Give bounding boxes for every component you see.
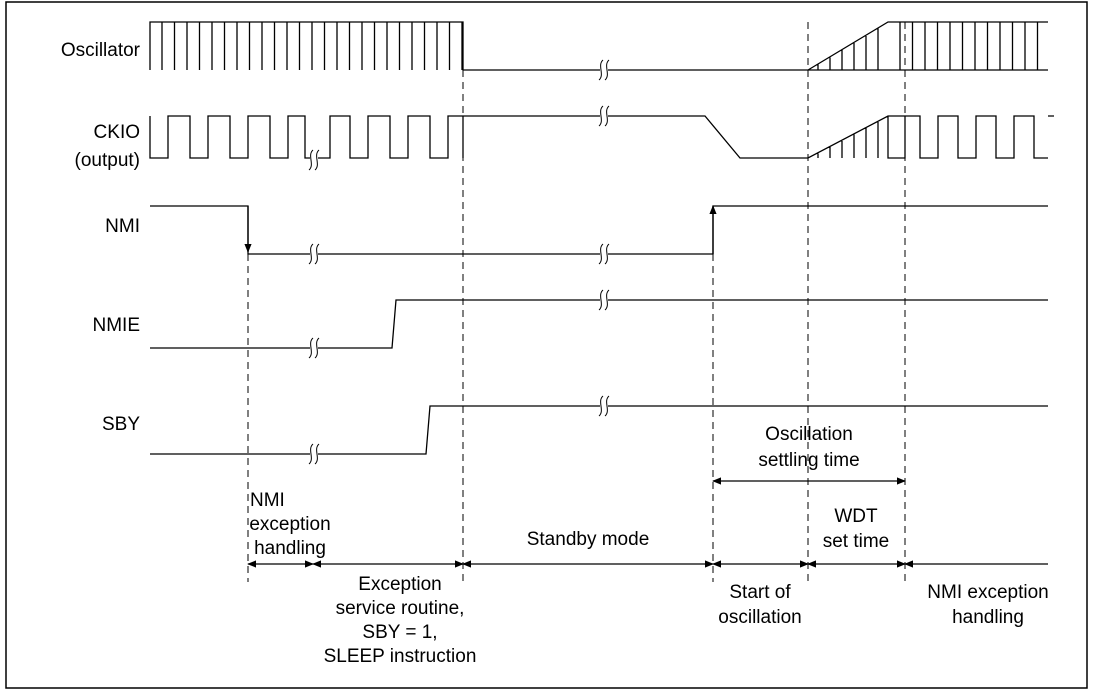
ckio-label: CKIO: [94, 122, 140, 143]
nmi-handling-text-1: NMI: [250, 490, 285, 511]
break-mark-gap: [310, 157, 318, 163]
break-mark: [314, 149, 320, 171]
break-mark: [598, 243, 604, 265]
ckio-waveform: [149, 115, 1054, 159]
break-mark-gap: [310, 251, 318, 257]
break-mark: [308, 443, 314, 465]
exc-service-text-3: SBY = 1,: [362, 622, 437, 643]
break-marks: [308, 59, 610, 465]
sby-label: SBY: [102, 414, 140, 435]
break-mark-gap: [600, 113, 608, 119]
osc-settle-text-2: settling time: [758, 450, 859, 471]
break-mark-gap: [600, 251, 608, 257]
break-mark: [308, 337, 314, 359]
standby-mode-text: Standby mode: [527, 529, 650, 550]
break-mark-gap: [600, 297, 608, 303]
nmi-handling-text-2: exception: [249, 514, 330, 535]
break-mark-gap: [600, 403, 608, 409]
nmi-label: NMI: [105, 216, 140, 237]
break-mark: [308, 149, 314, 171]
break-mark: [604, 105, 610, 127]
osc-settle-text-1: Oscillation: [765, 424, 853, 445]
break-mark: [314, 443, 320, 465]
break-mark: [598, 395, 604, 417]
break-mark: [604, 59, 610, 81]
exc-service-text-1: Exception: [358, 574, 441, 595]
wdt-text-1: WDT: [834, 506, 878, 527]
sby-waveform: [150, 405, 1048, 455]
nmie-waveform: [150, 299, 1048, 349]
break-mark-gap: [310, 345, 318, 351]
break-mark: [604, 243, 610, 265]
break-mark-gap: [600, 67, 608, 73]
break-mark: [604, 395, 610, 417]
break-mark: [314, 243, 320, 265]
start-osc-text-2: oscillation: [718, 607, 801, 628]
nmi-handling-text-3: handling: [254, 538, 326, 559]
ckio-output-label: (output): [75, 150, 140, 171]
nmi-exc-end-text-2: handling: [952, 607, 1024, 628]
nmie-label: NMIE: [93, 315, 141, 336]
break-mark: [604, 289, 610, 311]
nmi-exc-end-text-1: NMI exception: [927, 582, 1048, 603]
break-mark: [598, 59, 604, 81]
break-mark-gap: [310, 451, 318, 457]
wdt-text-2: set time: [823, 531, 890, 552]
oscillator-waveform: [149, 21, 1048, 71]
oscillator-label: Oscillator: [61, 40, 141, 61]
start-osc-text-1: Start of: [729, 582, 791, 603]
break-mark: [308, 243, 314, 265]
break-mark: [314, 337, 320, 359]
break-mark: [598, 289, 604, 311]
break-mark: [598, 105, 604, 127]
exc-service-text-4: SLEEP instruction: [324, 646, 477, 667]
exc-service-text-2: service routine,: [336, 598, 465, 619]
diagram-frame: [5, 1, 1088, 689]
nmi-waveform: [150, 205, 1048, 255]
